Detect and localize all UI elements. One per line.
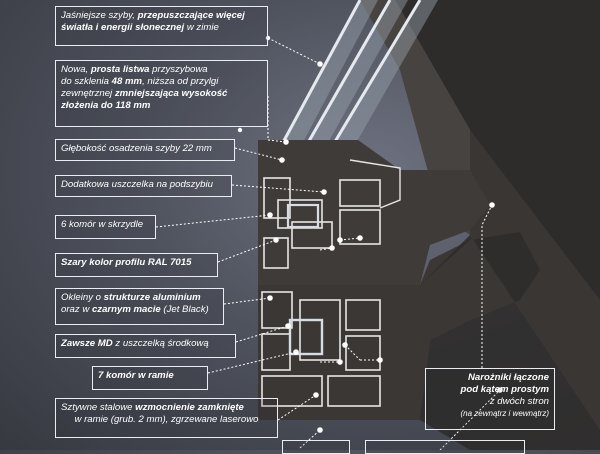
callout-partial-bottom-left	[282, 440, 350, 454]
callout-text: Nowa,	[61, 64, 91, 75]
callout-text-bold: zmniejszająca wysokość	[114, 88, 228, 99]
callout-text-bold: pod kątem prostym	[460, 384, 550, 395]
callout-text: zewnętrznej	[61, 88, 115, 99]
callout-text: oraz w	[61, 304, 92, 315]
glass-edge-inner	[328, 0, 422, 151]
glass-edge-outer	[278, 0, 362, 149]
callout-text: Dodatkowa uszczelka na podszybiu	[61, 179, 213, 190]
callout-text-bold: 48 mm	[111, 76, 143, 87]
frame-top-face	[395, 0, 600, 300]
callout-glass-depth: Głębokość osadzenia szyby 22 mm	[55, 139, 235, 161]
leader-lines	[155, 37, 501, 450]
callout-text: z uszczelką środkową	[112, 338, 209, 349]
callout-text: 6 komór w skrzydle	[61, 219, 144, 230]
callout-text: w ramie (grub. 2 mm), zgrzewane laserowo	[74, 414, 259, 425]
callout-text: (Jet Black)	[160, 304, 209, 315]
callout-text: do szklenia	[61, 76, 112, 87]
glass-pane-middle	[305, 0, 408, 148]
callout-text-bold: Szary kolor profilu RAL 7015	[61, 257, 192, 268]
callout-text-bold: złożenia do 118 mm	[61, 100, 151, 111]
glazing-bead-outline	[349, 159, 401, 209]
glass-pane-outer	[280, 0, 378, 148]
callout-text: Głębokość osadzenia szyby 22 mm	[61, 143, 212, 154]
callout-text: , niższa od przylgi	[142, 76, 219, 87]
leader-dots	[237, 35, 503, 433]
callout-extra-seal: Dodatkowa uszczelka na podszybiu	[55, 175, 232, 197]
glass-pane-inner	[330, 0, 438, 150]
frame-profile	[258, 232, 540, 420]
callout-steel-reinforcement: Sztywne stalowe wzmocnienie zamknięte w …	[55, 398, 278, 438]
callout-text-bold: strukturze aluminium	[103, 292, 201, 303]
callout-text-bold: 7 komór w ramie	[98, 370, 174, 381]
callout-gray-color: Szary kolor profilu RAL 7015	[55, 253, 218, 277]
callout-md-seal: Zawsze MD z uszczelką środkową	[55, 334, 236, 358]
callout-text: w zimie	[184, 22, 219, 33]
sash-steel-reinforcement	[286, 203, 320, 229]
callout-text-bold: światła i energii słonecznej	[61, 22, 185, 33]
callout-veneer: Okleiny o strukturze aluminium oraz w cz…	[55, 288, 224, 325]
callout-text-bold: prosta listwa	[90, 64, 150, 75]
callout-text-bold: wzmocnienie zamknięte	[135, 402, 244, 413]
frame-steel-reinforcement	[288, 318, 324, 356]
sash-chambers	[263, 177, 381, 269]
callout-partial-bottom-right	[365, 440, 525, 454]
callout-text: z dwóch stron	[489, 396, 549, 407]
callout-glazing-bead: Nowa, prosta listwa przyszybowa do szkle…	[55, 60, 268, 127]
callout-sash-chambers: 6 komór w skrzydle	[55, 215, 156, 239]
frame-depth-face	[420, 232, 600, 450]
callout-text-bold: Zawsze MD	[61, 338, 113, 349]
callout-frame-chambers: 7 komór w ramie	[92, 366, 208, 390]
callout-text: (na zewnątrz i wewnątrz)	[460, 409, 549, 418]
callout-text-bold: czarnym macie	[91, 304, 161, 315]
callout-text: Sztywne stalowe	[61, 402, 136, 413]
callout-text-bold: Narożniki łączone	[467, 372, 549, 383]
callout-text: przyszybowa	[149, 64, 208, 75]
glass-edge-middle	[303, 0, 392, 149]
frame-right-face	[470, 130, 600, 430]
callout-text-bold: przepuszczające więcej	[137, 10, 245, 21]
callout-text: Okleiny o	[61, 292, 104, 303]
callout-text: Jaśniejsze szyby,	[61, 10, 138, 21]
callout-corners: Narożniki łączone pod kątem prostym z dw…	[425, 368, 555, 430]
callout-brighter-glass: Jaśniejsze szyby, przepuszczające więcej…	[55, 6, 268, 46]
